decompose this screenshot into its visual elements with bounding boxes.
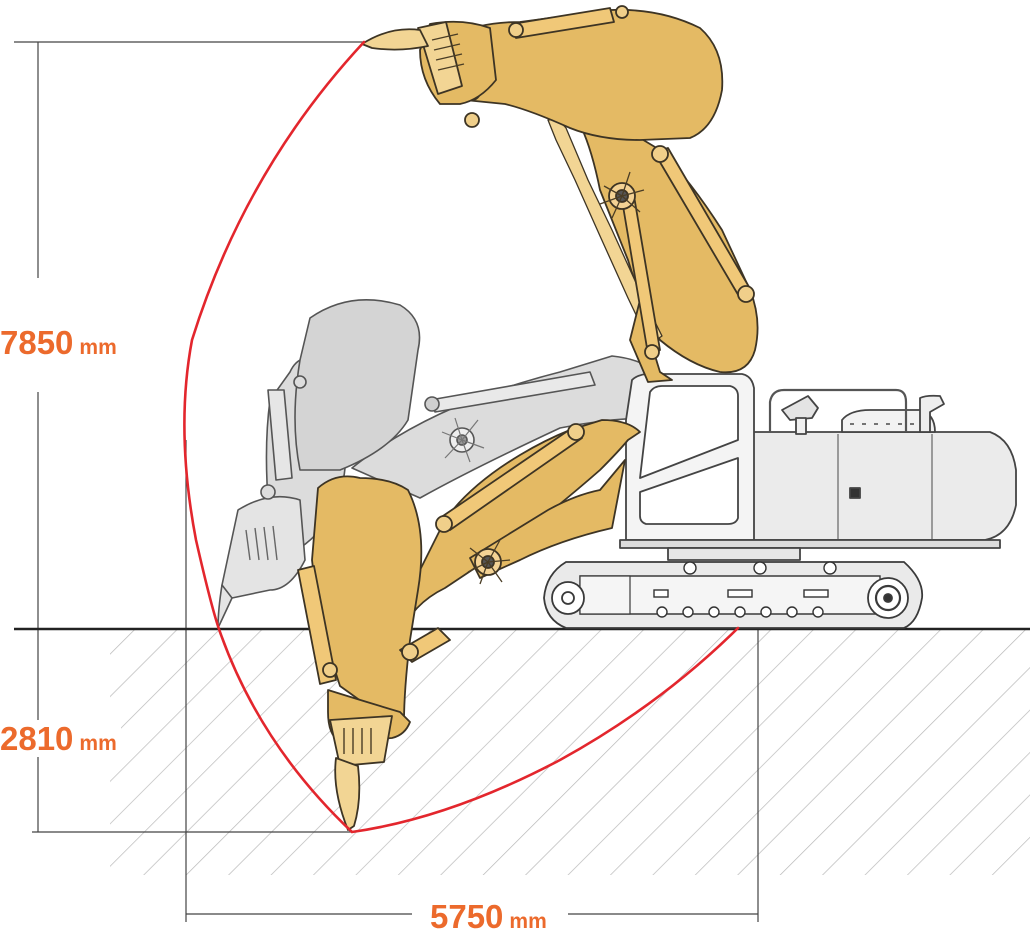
working-range-envelope	[183, 40, 740, 834]
max-height-unit: mm	[79, 336, 117, 359]
low-position-attachment	[297, 419, 641, 831]
max-reach-value: 5750	[430, 898, 504, 935]
max-depth-value: 2810	[0, 720, 74, 757]
high-position-attachment	[361, 5, 759, 383]
max-height-value: 7850	[0, 324, 74, 361]
dimension-lines	[14, 41, 759, 922]
max-reach-unit: mm	[509, 910, 547, 933]
ground-hatch	[110, 630, 1030, 875]
upper-structure	[619, 372, 1017, 561]
undercarriage	[543, 561, 924, 629]
max-depth-unit: mm	[79, 732, 117, 755]
